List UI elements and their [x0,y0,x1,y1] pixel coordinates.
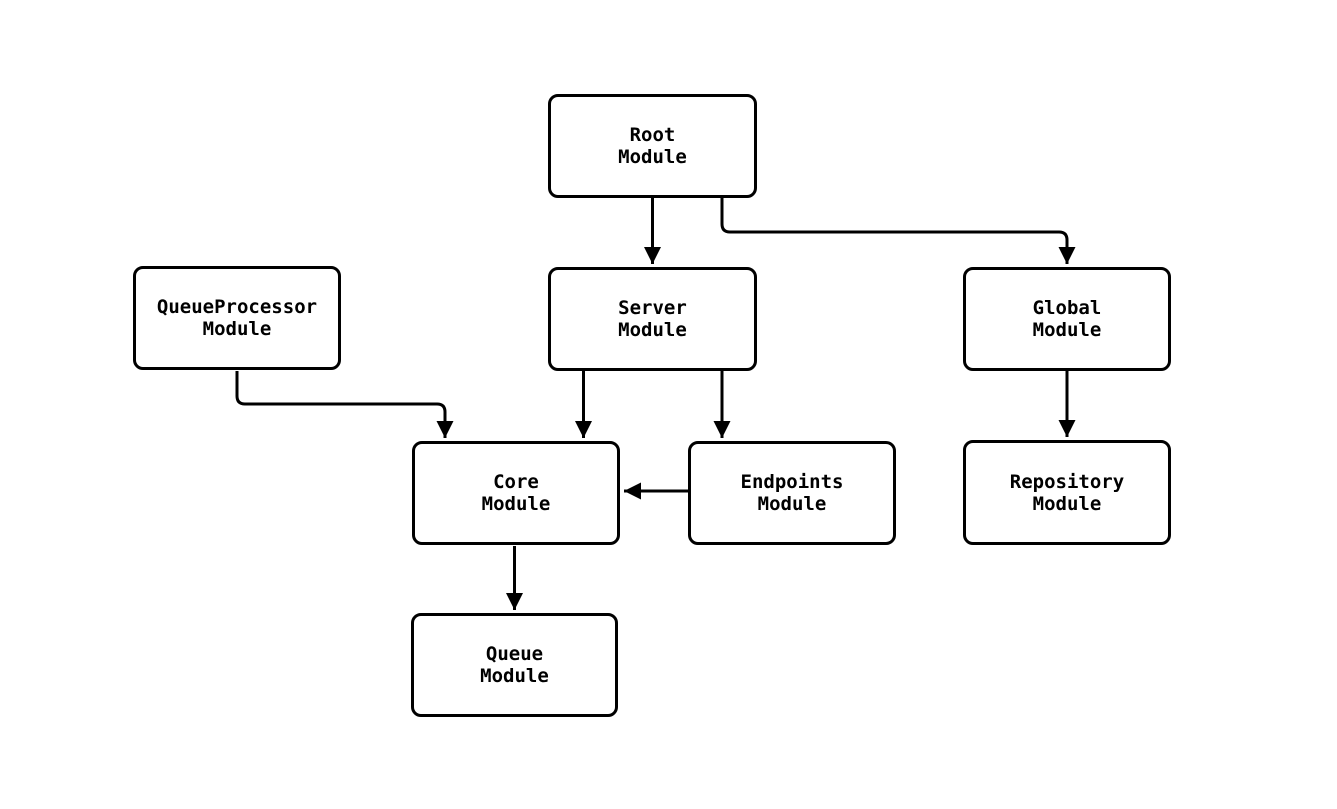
node-core-module: Core Module [412,441,620,545]
node-global-module: Global Module [963,267,1171,371]
node-server-module: Server Module [548,267,757,371]
node-label-line: Module [480,665,549,687]
node-label-line: Server [618,297,687,319]
edge-queueprocessor-to-core [235,371,454,438]
node-label-line: QueueProcessor [156,296,318,318]
node-label-line: Global [1032,297,1102,319]
node-label-line: Queue [485,643,544,665]
node-label-line: Module [1032,492,1102,515]
node-label-line: Core [493,471,539,493]
node-label-line: Module [618,146,687,168]
node-queue-module: Queue Module [411,613,618,717]
node-label-line: Module [618,319,687,341]
node-endpoints-module: Endpoints Module [688,441,896,545]
node-label-line: Root [629,124,676,146]
node-label-line: Module [481,493,551,515]
node-label-line: Module [202,318,272,340]
node-label-line: Module [1032,319,1102,341]
node-repository-module: Repository Module [963,440,1171,545]
edge-root-to-global [720,198,1076,264]
node-label-line: Repository [1009,470,1125,493]
node-queueprocessor-module: QueueProcessor Module [133,266,341,370]
node-root-module: Root Module [548,94,757,198]
node-label-line: Module [757,493,827,515]
node-label-line: Endpoints [740,471,844,493]
